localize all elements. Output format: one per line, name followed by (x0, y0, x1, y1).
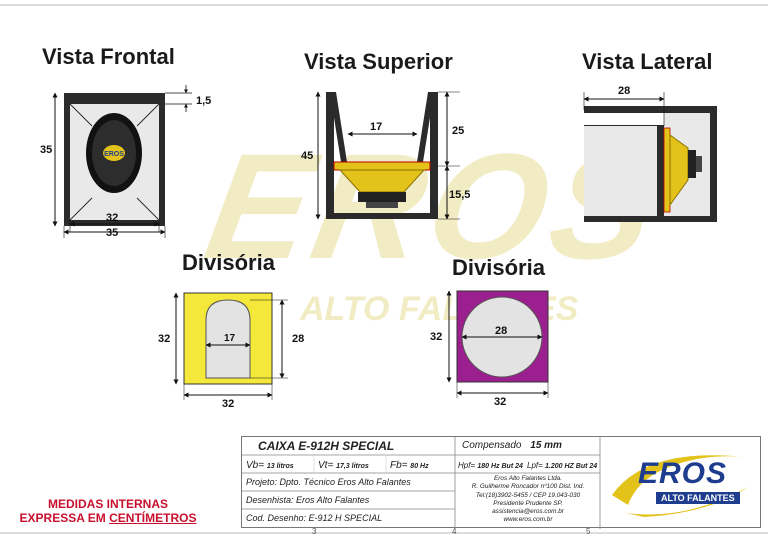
measurement-note-line2: EXPRESSA EM CENTÍMETROS (8, 511, 208, 525)
title-block-grid (242, 437, 601, 529)
top-woofer (338, 169, 426, 208)
division-1-title: Divisória (182, 250, 275, 275)
division-2-height: 32 (430, 331, 443, 343)
vt-label: Vt= (318, 460, 334, 471)
division-1-width: 32 (222, 398, 235, 410)
front-dim-height: 35 (40, 144, 53, 156)
desenhista-line: Desenhista: Eros Alto Falantes (246, 495, 370, 505)
fb-cell: Fb= 80 Hz (390, 460, 429, 471)
title-block: CAIXA E-912H SPECIAL Compensado 15 mm Vb… (241, 436, 761, 529)
top-view-drawing (326, 92, 438, 219)
grid-number-3: 3 (312, 527, 317, 536)
compensado-label: Compensado (462, 440, 522, 451)
vt-cell: Vt= 17,3 litros (318, 460, 369, 471)
brand-logo: EROS ALTO FALANTES (606, 443, 756, 523)
codigo-line: Cod. Desenho: E-912 H SPECIAL (246, 513, 383, 523)
division-1-drawing (183, 292, 273, 385)
grid-number-5: 5 (586, 527, 591, 536)
front-dim-inner-width: 32 (106, 212, 119, 224)
top-dim-upper: 25 (452, 125, 465, 137)
project-name: CAIXA E-912H SPECIAL (258, 439, 395, 453)
top-view-title: Vista Superior (304, 49, 453, 74)
lpf-label: Lpf= (527, 461, 543, 470)
side-dim-depth: 28 (618, 85, 631, 97)
division-1-opening-width: 17 (224, 333, 236, 344)
vt-value: 17,3 litros (336, 463, 369, 470)
division-1-height: 32 (158, 333, 171, 345)
company-line: Eros Alto Falantes Ltda. (494, 475, 562, 482)
division-2-circle-diameter: 28 (495, 325, 508, 337)
company-line: www.eros.com.br (503, 516, 553, 524)
measurement-note-line1: MEDIDAS INTERNAS (47, 497, 168, 511)
measurement-note: MEDIDAS INTERNAS EXPRESSA EM CENTÍMETROS (8, 497, 208, 525)
vb-label: Vb= (246, 460, 265, 471)
front-dim-top: 1,5 (196, 95, 212, 107)
front-woofer: EROS (86, 113, 142, 193)
hpf-value: 180 Hz But 24 (477, 463, 523, 470)
measurement-note-unit: CENTÍMETROS (109, 511, 197, 525)
measurement-note-prefix: EXPRESSA EM (19, 511, 110, 525)
top-dim-height: 45 (301, 150, 314, 162)
top-dim-opening: 17 (370, 121, 383, 133)
logo-swoosh (612, 455, 748, 517)
company-line: R. Guilherme Roncador nº100 Dist. Ind. (471, 483, 585, 491)
fb-value: 80 Hz (410, 463, 429, 470)
side-view-title: Vista Lateral (582, 49, 713, 74)
projeto-line: Projeto: Dpto. Técnico Eros Alto Falante… (246, 477, 411, 487)
fb-label: Fb= (390, 460, 408, 471)
hpf-label: Hpf= (458, 461, 476, 470)
logo-text: EROS (638, 457, 728, 490)
lpf-cell: Lpf= 1.200 HZ But 24 (527, 461, 597, 470)
hpf-cell: Hpf= 180 Hz But 24 (458, 461, 523, 470)
front-dim-outer-width: 35 (106, 227, 119, 239)
side-woofer (669, 134, 702, 207)
company-line: Tel:(18)3902-5455 / CEP 19.043-030 (475, 491, 581, 499)
vb-value: 13 litros (266, 463, 294, 470)
division-1-opening-height: 28 (292, 333, 305, 345)
division-2-title: Divisória (452, 255, 545, 280)
grid-number-4: 4 (452, 527, 457, 536)
company-line: assistencia@eros.com.br (492, 508, 564, 516)
division-2-width: 32 (494, 396, 507, 408)
front-view-drawing: EROS (64, 93, 165, 226)
top-dim-lower: 15,5 (449, 189, 471, 201)
side-view-drawing (584, 106, 717, 222)
logo-subtext: ALTO FALANTES (656, 492, 740, 504)
company-info: Eros Alto Falantes Ltda. R. Guilherme Ro… (456, 475, 600, 525)
svg-text:EROS: EROS (104, 151, 124, 158)
compensado-value: 15 mm (530, 440, 562, 451)
compensado: Compensado 15 mm (462, 440, 562, 451)
vb-cell: Vb= 13 litros (246, 460, 294, 471)
lpf-value: 1.200 HZ But 24 (545, 463, 598, 470)
front-view-title: Vista Frontal (42, 44, 175, 69)
company-line: Presidente Prudente SP. (493, 499, 563, 507)
